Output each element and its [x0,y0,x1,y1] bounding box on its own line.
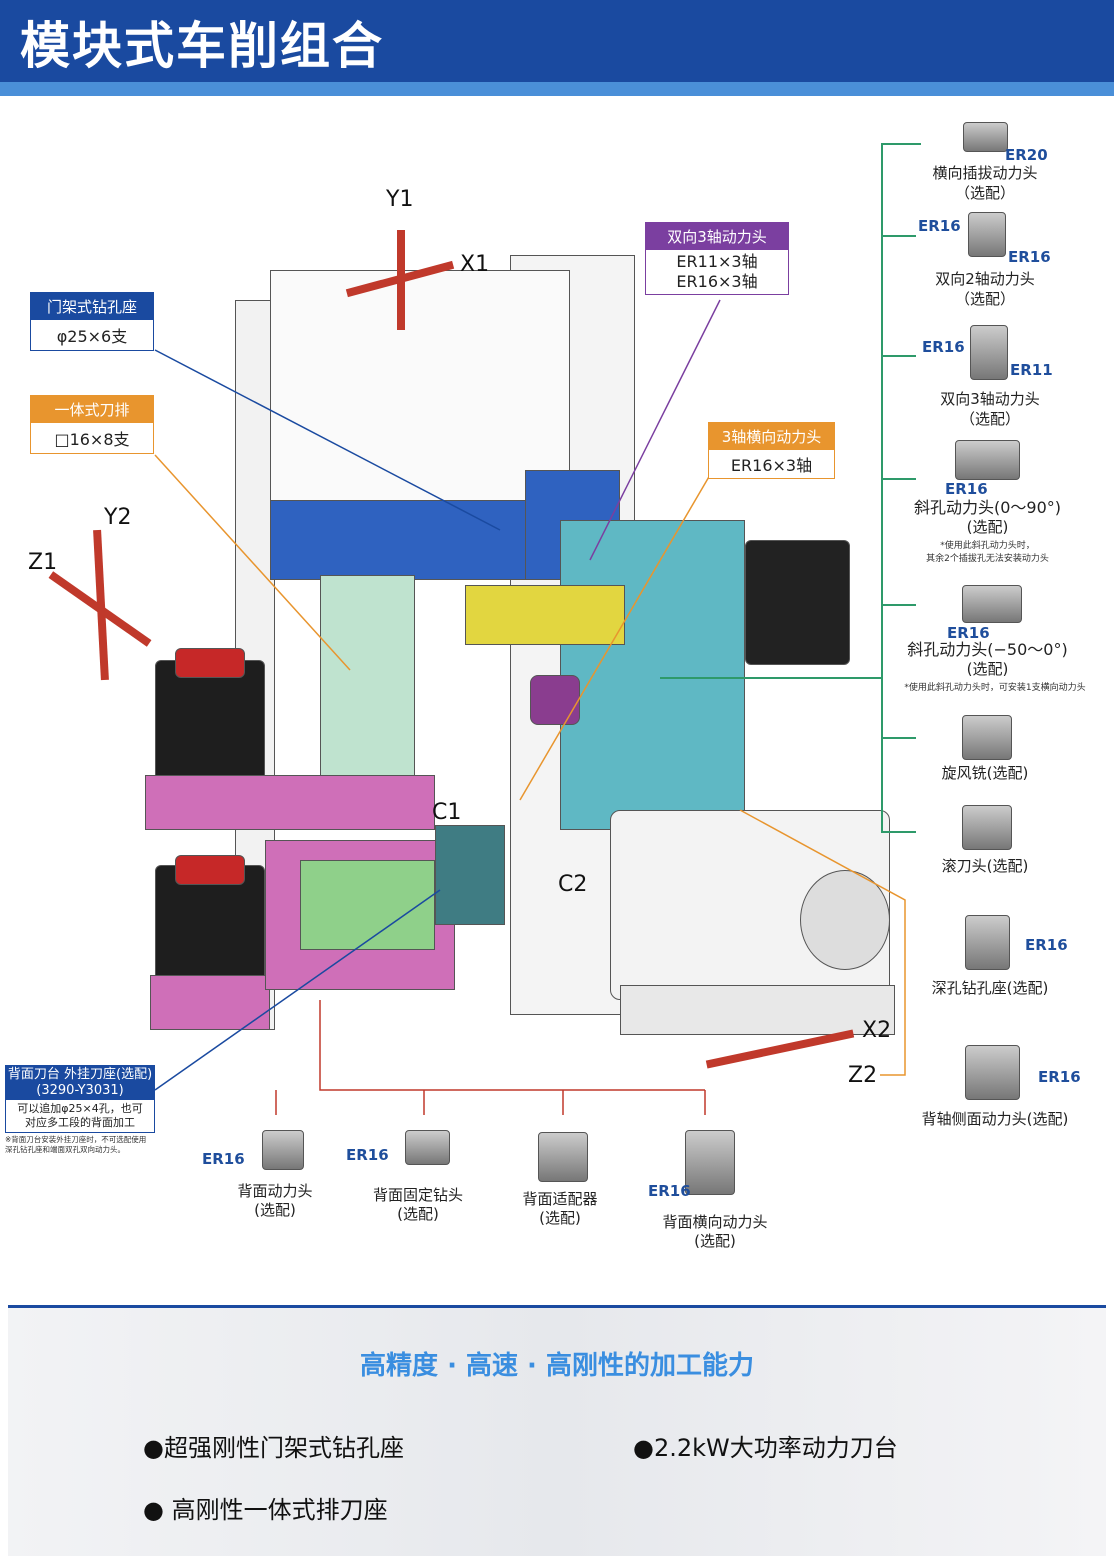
features-title: 高精度 · 高速 · 高刚性的加工能力 [360,1351,754,1381]
right-bracket-line [881,143,883,833]
feature-bullet: ● 高刚性一体式排刀座 [143,1496,388,1524]
back-adapter-icon [538,1132,588,1182]
callout-back-tool-holder: 背面刀台 外挂刀座(选配) (3290-Y3031) 可以追加φ25×4孔，也可… [5,1065,155,1133]
back-fixed-drill-icon [405,1130,450,1165]
whirling-mill-icon [962,715,1012,760]
hob-head-icon [962,805,1012,850]
angle-head-icon [955,440,1020,480]
header-stripe [0,82,1114,96]
axis-z2: Z2 [848,1063,878,1088]
axis-z1: Z1 [28,550,58,575]
angle-head-icon [962,585,1022,623]
bidir-2axis-head-icon [968,212,1006,257]
leader-lines [154,299,906,1115]
page-title: 模块式车削组合 [20,17,384,75]
feature-bullet: ●2.2kW大功率动力刀台 [633,1434,898,1462]
callout-gang-tool: 一体式刀排 □16×8支 [30,395,154,454]
callout-3axis-cross: 3轴横向动力头 ER16×3轴 [708,422,835,479]
axis-y2: Y2 [104,505,132,530]
axis-x1: X1 [460,252,490,277]
back-live-head-icon [262,1130,304,1170]
callout-gantry-drill: 门架式钻孔座 φ25×6支 [30,292,154,351]
axis-c1: C1 [432,800,462,825]
back-holder-note: ※背面刀台安装外挂刀座时，不可选配使用深孔钻孔座和端面双孔双向动力头。 [5,1135,147,1154]
header-bar [0,0,1114,82]
callout-bidir-3axis: 双向3轴动力头 ER11×3轴 ER16×3轴 [645,222,789,295]
bidir-3axis-head-icon [970,325,1008,380]
axis-c2: C2 [558,872,588,897]
back-side-live-head-icon [965,1045,1020,1100]
cross-live-tool-icon [963,122,1008,152]
axis-y1: Y1 [386,187,414,212]
axis-x2: X2 [862,1018,892,1043]
back-cross-live-head-icon [685,1130,735,1195]
deep-hole-holder-icon [965,915,1010,970]
features-panel [8,1305,1106,1556]
feature-bullet: ●超强刚性门架式钻孔座 [143,1434,404,1462]
